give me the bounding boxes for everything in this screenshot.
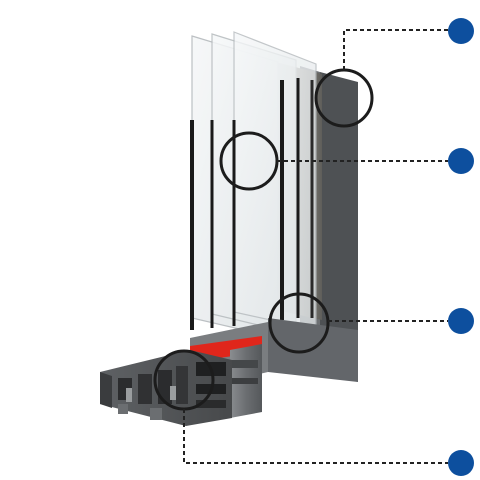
- callout-dot-1[interactable]: [448, 18, 474, 44]
- leader-lines: [183, 29, 448, 464]
- callout-dot-2[interactable]: [448, 148, 474, 174]
- callout-dots: [448, 18, 474, 476]
- leader-line-4: [183, 409, 448, 464]
- sill-cross-section: [100, 350, 232, 426]
- callout-dot-4[interactable]: [448, 450, 474, 476]
- callout-dot-3[interactable]: [448, 308, 474, 334]
- leader-line-1: [343, 29, 448, 70]
- glazing-panes: [190, 31, 317, 339]
- glass-pane-inner: [233, 31, 317, 331]
- magnifier-ring-gasket: [268, 292, 330, 354]
